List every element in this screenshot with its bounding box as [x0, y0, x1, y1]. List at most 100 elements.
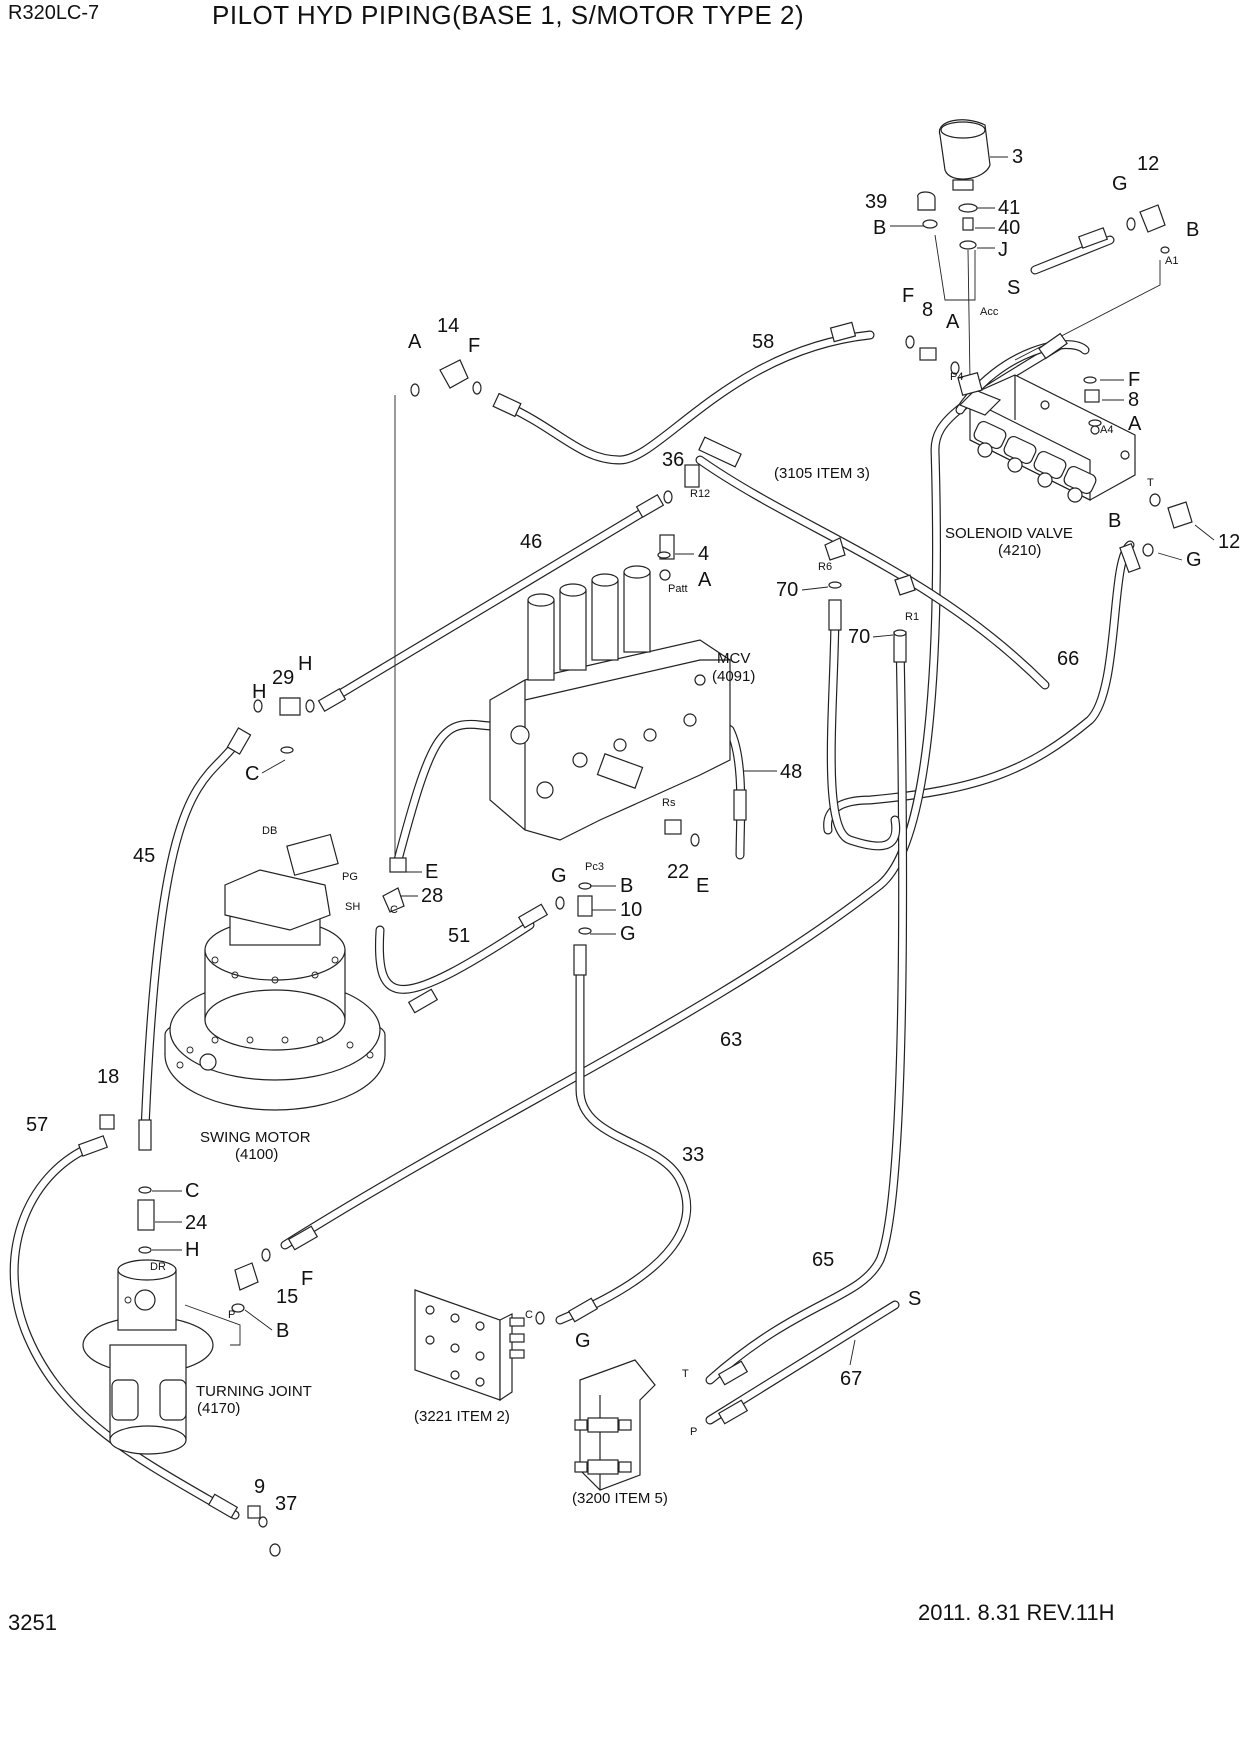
port-patt: Patt — [668, 583, 688, 595]
callout-63: 63 — [720, 1029, 742, 1051]
callout-b-tj: B — [276, 1320, 289, 1342]
port-r12: R12 — [690, 488, 710, 500]
callout-s-top: S — [1007, 277, 1020, 299]
callout-9: 9 — [254, 1476, 265, 1498]
callout-g-sol: G — [1186, 549, 1202, 571]
hose-46 — [325, 500, 660, 705]
hose-66 — [823, 540, 1135, 835]
callout-b-sol: B — [1108, 510, 1121, 532]
hose-63 — [280, 340, 1065, 1250]
callout-10: 10 — [620, 899, 642, 921]
port-rs: Rs — [662, 797, 676, 809]
callout-c-24: C — [185, 1180, 199, 1202]
hose-45 — [140, 733, 245, 1135]
callout-8-sol: 8 — [1128, 389, 1139, 411]
bracket-3200 — [574, 1359, 656, 1491]
solenoid-code: (4210) — [998, 542, 1041, 559]
callout-s-bot: S — [908, 1288, 921, 1310]
callout-c-sm: C — [245, 763, 259, 785]
mcv-valve — [489, 534, 731, 841]
swing-motor-label: SWING MOTOR — [200, 1129, 311, 1146]
turning-joint — [82, 1259, 214, 1455]
callout-numbers: 3 39 41 40 B J G 12 B S F 8 A 58 A 14 F … — [26, 146, 1240, 1515]
mcv-label: MCV — [717, 650, 750, 667]
callout-58: 58 — [752, 331, 774, 353]
solenoid-valve — [958, 374, 1136, 503]
port-r6: R6 — [818, 561, 832, 573]
callout-f-14: F — [468, 335, 480, 357]
hose-65 — [705, 635, 908, 1385]
callout-33: 33 — [682, 1144, 704, 1166]
callout-b-top: B — [873, 217, 886, 239]
hose-33 — [555, 945, 692, 1325]
callout-65: 65 — [812, 1249, 834, 1271]
callout-g-10: G — [551, 865, 567, 887]
model-label: R320LC-7 — [8, 2, 100, 24]
callout-a-4: A — [698, 569, 712, 591]
callout-67: 67 — [840, 1368, 862, 1390]
callout-g-221: G — [575, 1330, 591, 1352]
callout-70b: 70 — [848, 626, 870, 648]
callout-41: 41 — [998, 197, 1020, 219]
callout-f-58: F — [902, 285, 914, 307]
hose-67 — [826, 605, 901, 851]
callout-h-24: H — [185, 1239, 199, 1261]
fittings — [99, 204, 1193, 1557]
callout-12-top: 12 — [1137, 153, 1159, 175]
page-number: 3251 — [8, 1610, 57, 1635]
callout-57: 57 — [26, 1114, 48, 1136]
page-title: PILOT HYD PIPING(BASE 1, S/MOTOR TYPE 2) — [212, 0, 805, 30]
pipe-3105 — [695, 455, 1050, 690]
component-labels: MCV (4091) SOLENOID VALVE (4210) SWING M… — [196, 465, 1073, 1507]
ref-3105: (3105 ITEM 3) — [774, 465, 870, 482]
callout-70a: 70 — [776, 579, 798, 601]
callout-g-10b: G — [620, 923, 636, 945]
callout-8-top: 8 — [922, 299, 933, 321]
callout-j: J — [998, 239, 1008, 261]
callout-24: 24 — [185, 1212, 207, 1234]
callout-a-14: A — [408, 331, 422, 353]
ref-3200: (3200 ITEM 5) — [572, 1490, 668, 1507]
hose-end-fittings — [77, 227, 1141, 1519]
callout-29: 29 — [272, 667, 294, 689]
port-dr: DR — [150, 1261, 166, 1273]
port-p-200: P — [690, 1426, 697, 1438]
turning-joint-label: TURNING JOINT — [196, 1383, 312, 1400]
line-tj-p — [184, 1304, 241, 1346]
callout-a-sol: A — [1128, 413, 1142, 435]
port-p4: P4 — [950, 371, 963, 383]
callout-e-22: E — [696, 875, 709, 897]
revision-date: 2011. 8.31 REV.11H — [918, 1600, 1115, 1625]
callout-22: 22 — [667, 861, 689, 883]
callout-g-top: G — [1112, 173, 1128, 195]
port-pc3: Pc3 — [585, 861, 604, 873]
callout-h-29b: H — [298, 653, 312, 675]
port-c-sm: C — [390, 904, 398, 916]
hose-57 — [9, 1140, 240, 1520]
callout-4: 4 — [698, 543, 709, 565]
callout-14: 14 — [437, 315, 459, 337]
accumulator — [917, 119, 991, 397]
port-p-tj: P — [228, 1309, 235, 1321]
callout-h-29a: H — [252, 681, 266, 703]
callout-46: 46 — [520, 531, 542, 553]
line-a14 — [394, 395, 405, 871]
callout-f-sol: F — [1128, 369, 1140, 391]
line-a1 — [1014, 260, 1161, 361]
port-db: DB — [262, 825, 277, 837]
callout-51: 51 — [448, 925, 470, 947]
swing-motor-code: (4100) — [235, 1146, 278, 1163]
port-a1: A1 — [1165, 255, 1178, 267]
block-3221 — [414, 1289, 525, 1402]
port-acc: Acc — [980, 306, 999, 318]
callout-3: 3 — [1012, 146, 1023, 168]
callout-36: 36 — [662, 449, 684, 471]
port-sh: SH — [345, 901, 360, 913]
callout-18: 18 — [97, 1066, 119, 1088]
hose-s-top — [1030, 235, 1115, 275]
ref-3221: (3221 ITEM 2) — [414, 1408, 510, 1425]
callout-12-sol: 12 — [1218, 531, 1240, 553]
port-t-sol: T — [1147, 477, 1154, 489]
callout-f-15: F — [301, 1268, 313, 1290]
